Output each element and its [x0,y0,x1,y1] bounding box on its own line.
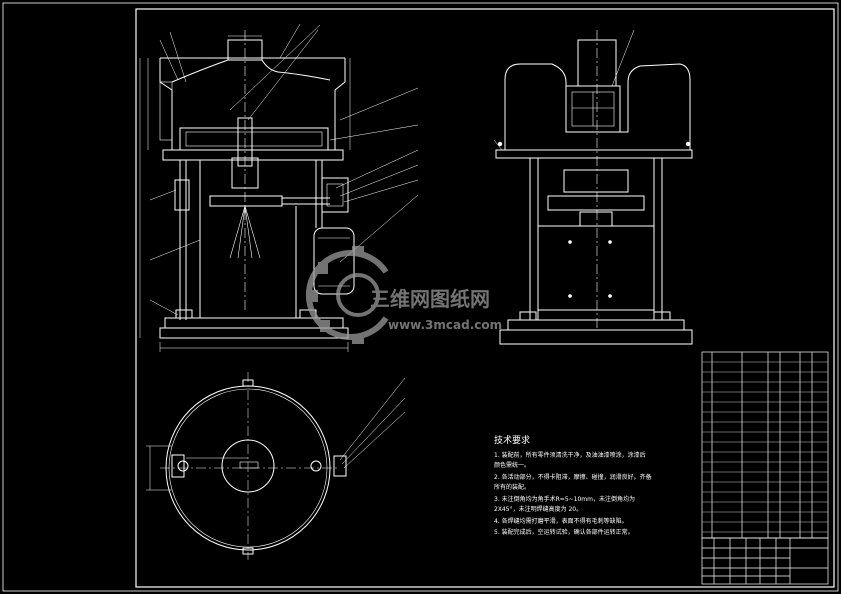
tech-req-line: 颜色需统一。 [494,461,530,469]
parts-list [701,351,829,539]
side-view [493,29,693,345]
tech-req-line: 3. 未注倒角均为角手术R=5~10mm，未注倒角均为 [494,495,635,503]
watermark-url: www.3mcad.com [388,318,502,332]
tech-req-line: 2X45°，未注明焊缝高度为 20。 [494,505,582,513]
side-view-fasteners [497,141,691,298]
title-block [701,537,829,585]
tech-req-line: 2. 各活动部分，不得卡阻滞，摩擦、碰撞，润滑良好。齐备 [494,473,652,481]
parts-list-rows [702,361,828,533]
tech-req-line: 所有的装配。 [494,483,530,491]
tech-req-heading: 技术要求 [494,434,530,446]
front-section-view [139,23,419,352]
gear-teeth [308,246,364,344]
watermark-brand: 三维网图纸网 [370,287,490,311]
plan-view [146,372,406,560]
technical-requirements: 技术要求 1. 装配前，所有零件须清洗干净，及油油漆喷涂，涂漆后 颜色需统一。 … [494,434,652,536]
tech-req-line: 5. 装配完成后，空运转试验，确认各部件运转正常。 [494,528,634,536]
tech-req-line: 4. 各焊缝均需打磨平滑，表面不得有毛刺等缺陷。 [494,517,628,525]
site-watermark: 三维网图纸网 www.3mcad.com [305,246,502,344]
tech-req-line: 1. 装配前，所有零件须清洗干净，及油油漆喷涂，涂漆后 [494,451,646,459]
